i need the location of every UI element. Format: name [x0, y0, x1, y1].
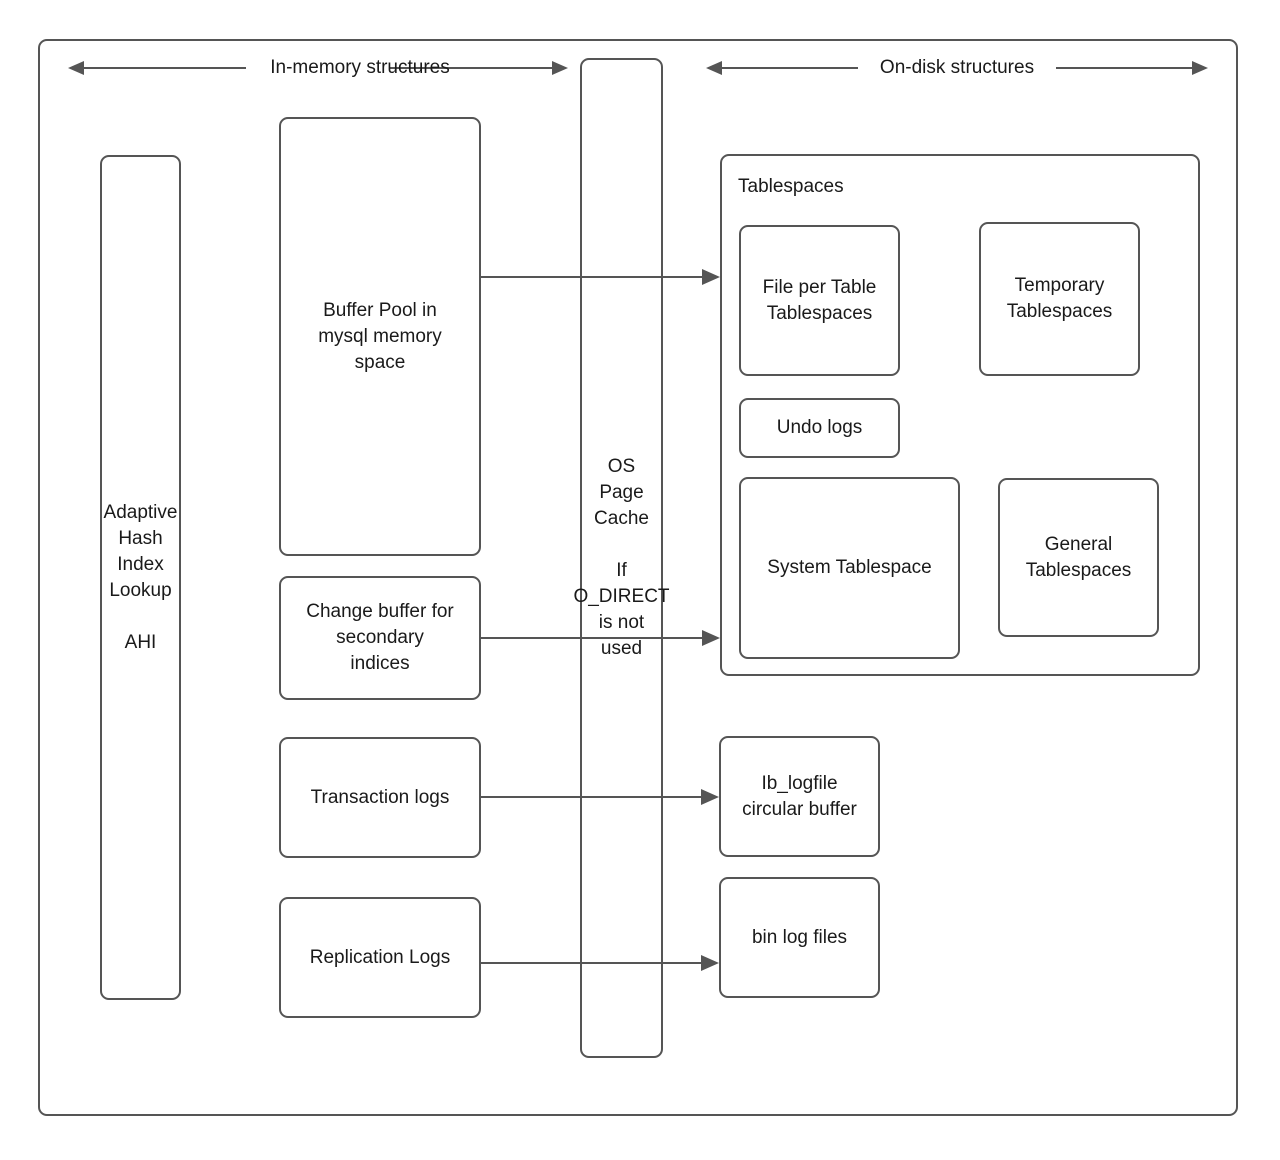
in-memory-structures-label: In-memory structures	[270, 57, 450, 78]
on-disk-structures-label: On-disk structures	[879, 57, 1035, 78]
node-system-tablespace[interactable]: System Tablespace	[739, 477, 960, 659]
node-bin-log-files-label: bin log files	[751, 926, 848, 948]
node-file-per-table-tablespaces-label: File per Table Tablespaces	[762, 276, 877, 324]
node-ib-logfile-label: Ib_logfile circular buffer	[742, 772, 857, 820]
group-tablespaces-label: Tablespaces	[738, 176, 844, 197]
node-transaction-logs-label: Transaction logs	[310, 786, 450, 808]
node-undo-logs[interactable]: Undo logs	[739, 398, 900, 458]
node-change-buffer-label: Change buffer for secondary indices	[306, 601, 454, 674]
node-buffer-pool-label: Buffer Pool in mysql memory space	[318, 299, 442, 373]
node-replication-logs[interactable]: Replication Logs	[279, 897, 481, 1018]
node-adaptive-hash-index[interactable]: Adaptive Hash Index Lookup AHI	[100, 155, 181, 1000]
node-file-per-table-tablespaces[interactable]: File per Table Tablespaces	[739, 225, 900, 376]
node-os-page-cache-label: OS Page Cache If O_DIRECT is not used	[573, 456, 670, 659]
node-ib-logfile[interactable]: Ib_logfile circular buffer	[719, 736, 880, 857]
node-general-tablespaces-label: General Tablespaces	[1025, 533, 1132, 581]
node-temporary-tablespaces-label: Temporary Tablespaces	[1006, 275, 1113, 322]
group-tablespaces	[720, 154, 1200, 676]
node-buffer-pool[interactable]: Buffer Pool in mysql memory space	[279, 117, 481, 556]
node-transaction-logs[interactable]: Transaction logs	[279, 737, 481, 858]
node-adaptive-hash-index-label: Adaptive Hash Index Lookup AHI	[103, 501, 178, 653]
node-change-buffer[interactable]: Change buffer for secondary indices	[279, 576, 481, 700]
node-system-tablespace-label: System Tablespace	[767, 557, 932, 578]
outer-frame	[38, 39, 1238, 1116]
node-os-page-cache[interactable]: OS Page Cache If O_DIRECT is not used	[573, 58, 670, 1058]
node-undo-logs-label: Undo logs	[776, 417, 863, 438]
node-temporary-tablespaces[interactable]: Temporary Tablespaces	[979, 222, 1140, 376]
node-bin-log-files[interactable]: bin log files	[719, 877, 880, 998]
node-general-tablespaces[interactable]: General Tablespaces	[998, 478, 1159, 637]
node-replication-logs-label: Replication Logs	[309, 946, 451, 968]
